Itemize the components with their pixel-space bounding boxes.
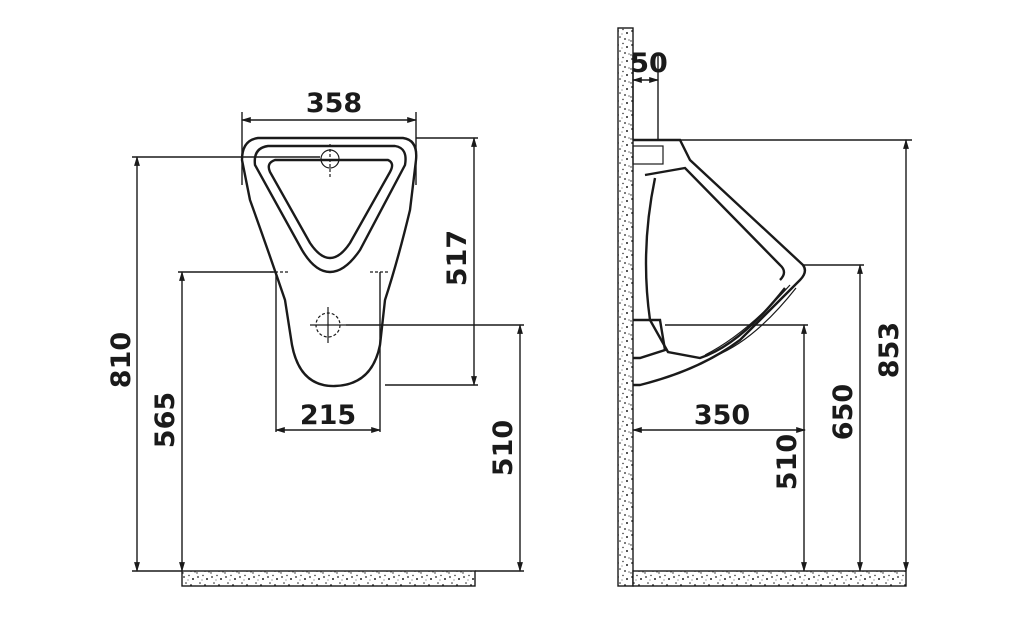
side-wall [617, 27, 634, 587]
side-urinal-body [633, 138, 807, 387]
front-urinal-bowl [267, 158, 394, 260]
side-floor [632, 570, 907, 587]
front-urinal-rim [253, 144, 407, 274]
dim-front-width-358: 358 [306, 88, 362, 119]
dim-front-height-810: 810 [106, 332, 137, 388]
side-urinal-bowl [644, 177, 786, 360]
dim-front-height-510: 510 [488, 420, 519, 476]
side-urinal-inner [644, 166, 786, 281]
dim-front-height-517: 517 [442, 230, 473, 286]
dim-side-depth-350: 350 [694, 400, 750, 431]
dim-side-height-510: 510 [772, 434, 803, 490]
dim-side-height-853: 853 [874, 322, 905, 378]
front-view: 358 215 517 810 565 510 [106, 88, 524, 587]
side-view: 50 350 510 650 853 [617, 27, 912, 587]
dim-front-spacing-215: 215 [300, 400, 356, 431]
front-urinal-body [240, 136, 418, 388]
front-floor [181, 570, 476, 587]
side-inlet [632, 145, 664, 165]
dim-side-height-650: 650 [828, 384, 859, 440]
dim-front-height-565: 565 [150, 392, 181, 448]
dim-side-offset-50: 50 [630, 48, 668, 79]
